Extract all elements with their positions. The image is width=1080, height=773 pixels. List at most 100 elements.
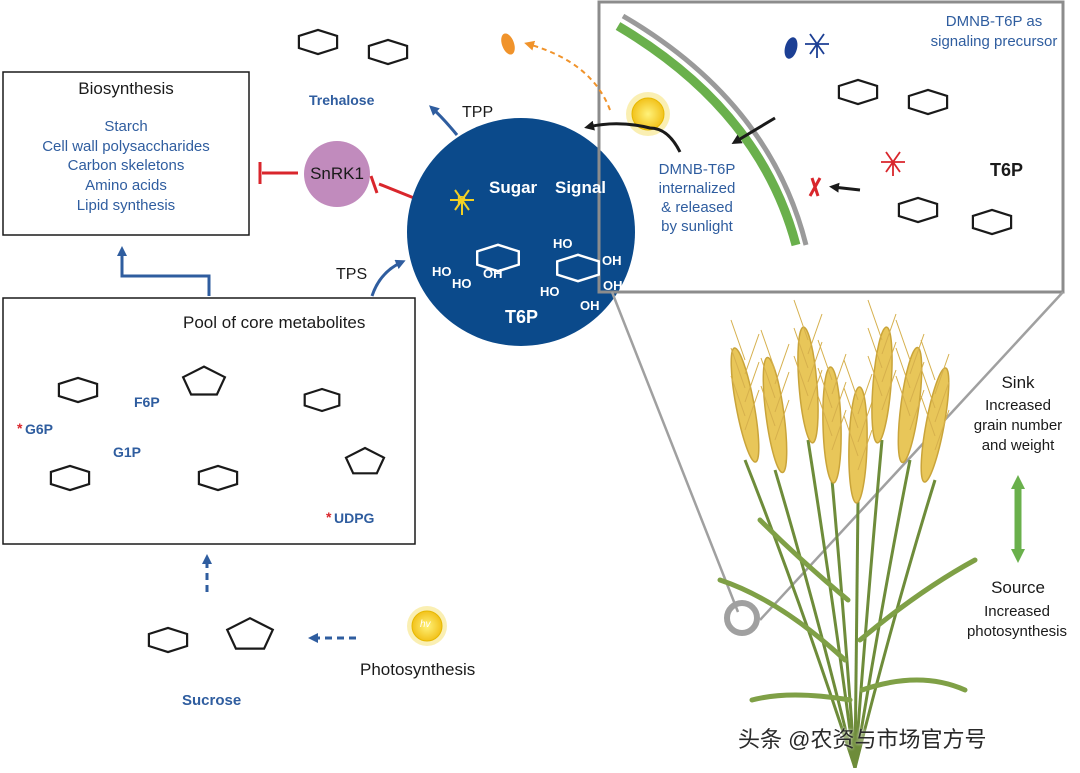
wheat-awn — [831, 353, 847, 395]
wheat-awn — [807, 341, 823, 383]
g6p-label: G6P — [25, 421, 54, 437]
sucrose-label: Sucrose — [182, 692, 242, 709]
wheat-awn — [817, 395, 833, 437]
pool-box — [2, 297, 416, 545]
wheat-awn — [934, 381, 950, 423]
cell-wall-green — [615, 22, 801, 247]
phosphate-group-navy — [805, 33, 829, 58]
wheat-awn — [934, 409, 950, 451]
dmnb-entry-arrow — [731, 116, 776, 145]
t6p-oh-1: OH — [483, 266, 503, 281]
dmnb-precursor-label: DMNB-T6P as signaling precursor — [930, 13, 1058, 50]
wheat-awn — [760, 329, 776, 371]
wheat-awn — [881, 369, 897, 411]
sink-desc: Increased grain number and weight — [973, 397, 1063, 454]
source-desc: Increased photosynthesis — [966, 603, 1068, 640]
t6p-sugar-label: Sugar — [489, 178, 538, 197]
phosphate-group-yellow — [450, 189, 474, 215]
photosynthesis-label: Photosynthesis — [360, 660, 476, 679]
phosphate-group-red — [881, 151, 905, 176]
f6p-label: F6P — [134, 394, 160, 410]
inset-t6p-ring-1 — [897, 196, 939, 224]
uracil-ring — [303, 387, 341, 413]
wheat-stem — [853, 479, 937, 769]
t6p-circle-ring-2 — [556, 253, 600, 283]
biosynthesis-item-amino: Amino acids — [85, 177, 167, 194]
t6p-oh-4: OH — [580, 298, 600, 313]
t6p-inhibit-bar — [369, 175, 379, 194]
g6p-ring — [57, 376, 99, 404]
t6p-entry-arrow — [829, 182, 861, 193]
trehalose-label: Trehalose — [309, 92, 375, 108]
inset-panel — [597, 0, 1065, 294]
wheat-awn — [817, 339, 833, 381]
wheat-ear — [822, 366, 842, 484]
wheat-awn — [857, 429, 873, 471]
trehalose-ring-1 — [297, 28, 339, 56]
biosynthesis-item-carbon: Carbon skeletons — [67, 157, 185, 174]
wheat-awn — [857, 373, 873, 415]
wheat-awn — [774, 399, 790, 441]
t6p-circle-ring-1 — [476, 243, 520, 273]
molecule-rings-red — [881, 151, 905, 176]
wheat-awn — [895, 347, 911, 389]
biosynthesis-title: Biosynthesis — [78, 79, 174, 98]
g1p-label: G1P — [113, 444, 142, 460]
wheat-awn — [867, 327, 883, 369]
wheat-leaf — [857, 557, 978, 643]
pool-to-biosynthesis-arrow — [117, 246, 211, 296]
snrk1-label: SnRK1 — [310, 164, 364, 183]
wheat-ear — [797, 326, 819, 444]
inset-t6p-label: T6P — [990, 160, 1024, 180]
molecule-rings-white — [476, 243, 600, 283]
molecule-rings-navy — [805, 33, 829, 58]
inset-t6p-ring-2 — [971, 208, 1013, 236]
udpg-label: UDPG — [334, 510, 375, 526]
molecule-rings — [49, 28, 1013, 654]
udpg-ribose-ring — [344, 446, 386, 475]
sucrose-fructose-ring — [225, 616, 275, 650]
tpp-label: TPP — [462, 104, 494, 121]
wheat-stem — [853, 459, 912, 769]
wheat-leaf — [859, 677, 968, 693]
sun-hv-label: hv — [420, 619, 431, 630]
g6p-star: * — [17, 420, 23, 436]
wheat-awn — [920, 339, 936, 381]
wheat-leaf — [749, 692, 853, 703]
wheat-awn — [920, 367, 936, 409]
zoom-ring — [724, 600, 760, 636]
wheat-ear — [848, 386, 868, 504]
tps-arrow — [370, 259, 406, 297]
dmnb-internalized-label: DMNB-T6P internalized & released by sunl… — [658, 161, 736, 235]
wheat-awn — [895, 375, 911, 417]
wheat-awn — [793, 327, 809, 369]
wheat-leaf — [757, 517, 851, 603]
t6p-inhibit-line — [378, 182, 415, 200]
t6p-ho-1: HO — [432, 264, 452, 279]
t6p-ho-3: HO — [553, 236, 573, 251]
wheat-awn — [881, 341, 897, 383]
biosynthesis-item-starch: Starch — [104, 118, 148, 135]
blocked-x-icon — [808, 177, 822, 197]
wheat-leaf — [717, 577, 848, 663]
t6p-ho-2: HO — [452, 276, 472, 291]
udpg-star: * — [326, 509, 332, 525]
dmnb-group-orange — [501, 33, 515, 55]
t6p-oh-2: OH — [602, 253, 622, 268]
wheat-awn — [867, 355, 883, 397]
wheat-awn — [744, 361, 760, 403]
wheat-awn — [774, 343, 790, 385]
sucrose-glucose-ring — [147, 626, 189, 654]
photosynthesis-sun-icon — [407, 606, 447, 646]
zoom-line-left — [610, 291, 740, 613]
t6p-ho-4: HO — [540, 284, 560, 299]
dmnb-group-blue — [784, 37, 798, 59]
wheat-plant-illustration — [717, 299, 978, 769]
source-title: Source — [991, 578, 1045, 597]
t6p-p-label: P — [457, 193, 466, 208]
wheat-awn — [817, 367, 833, 409]
wheat-awn — [774, 371, 790, 413]
snrk1-circle — [304, 141, 370, 207]
wheat-stem — [743, 459, 857, 769]
